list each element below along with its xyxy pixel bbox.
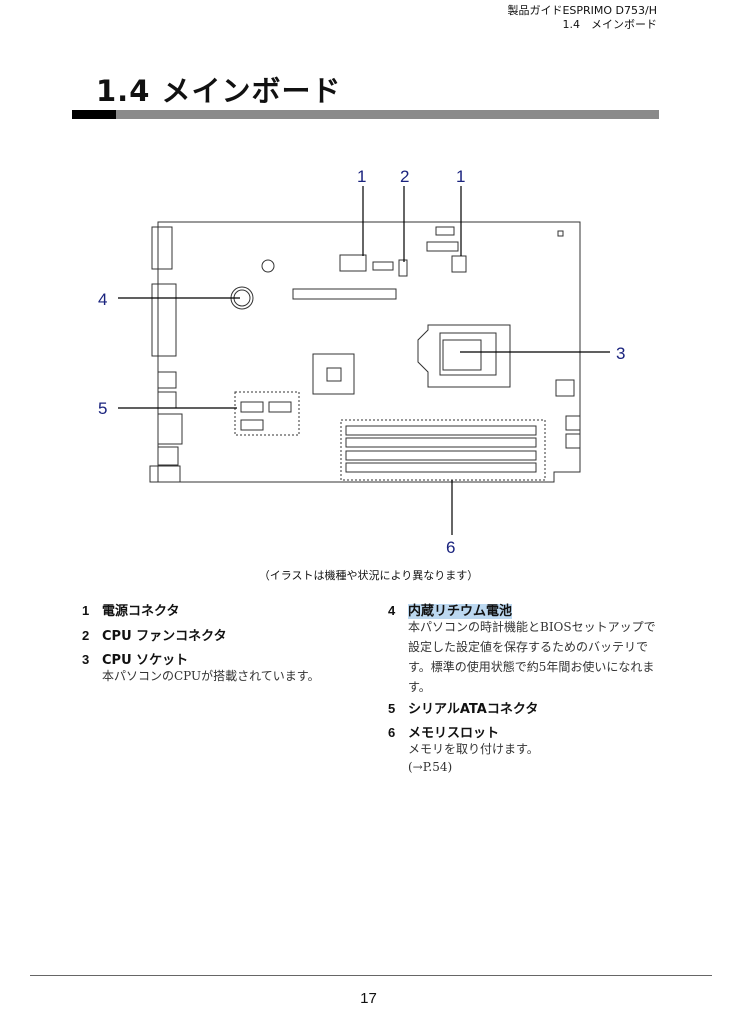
title-rule	[116, 110, 659, 119]
item-number: 5	[388, 701, 396, 716]
callout-1b: 1	[456, 167, 465, 186]
item-description: 本パソコンのCPUが搭載されています。	[102, 669, 320, 683]
item-heading: メモリスロット	[408, 726, 500, 741]
callout-3: 3	[616, 344, 625, 363]
power-connector-8pin	[339, 254, 367, 272]
item-number: 3	[82, 652, 90, 667]
callout-6: 6	[446, 538, 455, 557]
chipset	[312, 353, 355, 395]
item-cpu-socket: 3 CPU ソケット 本パソコンのCPUが搭載されています。	[82, 649, 352, 686]
item-number: 4	[388, 603, 396, 618]
header-guide-title: 製品ガイドESPRIMO D753/H	[507, 4, 657, 17]
item-description: メモリを取り付けます。	[408, 742, 539, 756]
item-number: 1	[82, 603, 90, 618]
footer-rule	[30, 975, 712, 976]
item-number: 2	[82, 628, 90, 643]
page-title: 1.4 メインボード	[96, 74, 342, 108]
callout-5: 5	[98, 399, 107, 418]
callout-1a: 1	[357, 167, 366, 186]
figure-caption: （イラストは機種や状況により異なります）	[258, 569, 479, 582]
item-sata-connector: 5 シリアルATAコネクタ	[388, 698, 538, 717]
item-heading: CPU ファンコネクタ	[102, 629, 227, 644]
motherboard-diagram: 1 2 1 4 5 3 6	[98, 167, 625, 557]
cpu-fan-connector	[398, 259, 408, 277]
cpu-socket	[417, 324, 511, 388]
item-number: 6	[388, 725, 396, 740]
item-heading: CPU ソケット	[102, 653, 189, 668]
item-cpu-fan-connector: 2 CPU ファンコネクタ	[82, 625, 227, 644]
item-heading: 電源コネクタ	[102, 604, 180, 619]
page-number: 17	[360, 990, 377, 1007]
item-description: 本パソコンの時計機能とBIOSセットアップで設定した設定値を保存するためのバッテ…	[408, 620, 656, 694]
item-power-connector: 1 電源コネクタ	[82, 600, 179, 619]
sata-group	[234, 391, 300, 436]
callout-2: 2	[400, 167, 409, 186]
page-reference-link[interactable]: (→P.54)	[408, 760, 453, 774]
item-heading: シリアルATAコネクタ	[408, 702, 539, 717]
item-heading: 内蔵リチウム電池	[408, 604, 513, 619]
title-rule-accent	[72, 110, 116, 119]
header-section: 1.4 メインボード	[562, 18, 658, 31]
item-battery: 4 内蔵リチウム電池 本パソコンの時計機能とBIOSセットアップで設定した設定値を…	[388, 600, 663, 697]
callout-4: 4	[98, 290, 107, 309]
power-connector-4pin	[451, 255, 467, 273]
memory-group	[340, 419, 546, 481]
item-memory-slot: 6 メモリスロット メモリを取り付けます。 (→P.54)	[388, 722, 663, 777]
pci-slot	[292, 288, 397, 300]
